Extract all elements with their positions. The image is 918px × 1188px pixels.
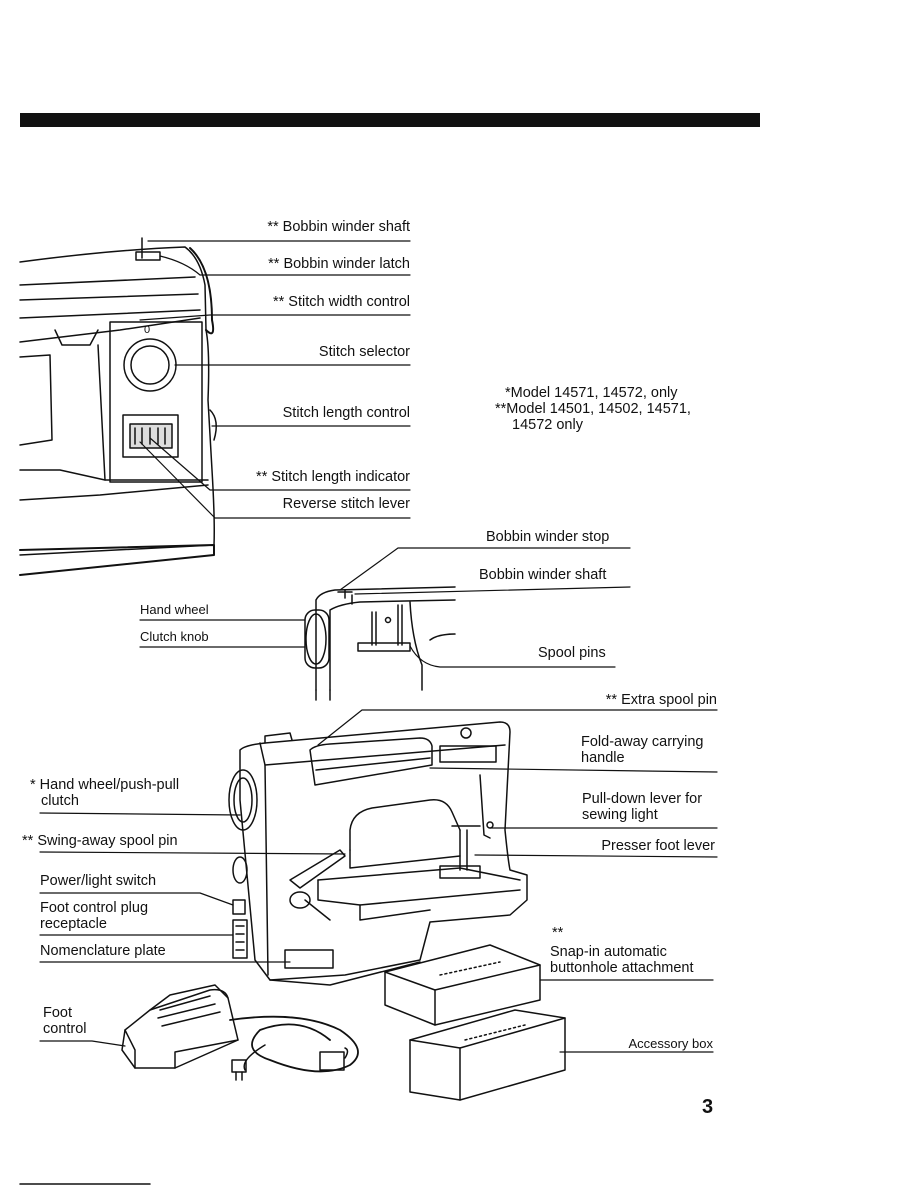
label-stitch-length-indicator: ** Stitch length indicator bbox=[256, 469, 410, 485]
top-leaders bbox=[139, 240, 411, 519]
machine-full bbox=[228, 721, 528, 986]
label-buttonhole-2: buttonhole attachment bbox=[550, 960, 694, 976]
stitch-selector-dial bbox=[123, 338, 177, 392]
label-hand-wheel: Hand wheel bbox=[140, 602, 209, 617]
label-fold-away-handle-1: Fold-away carrying bbox=[581, 734, 704, 750]
label-hand-wheel-clutch-1: * Hand wheel/push-pull bbox=[30, 777, 180, 793]
label-reverse-stitch-lever: Reverse stitch lever bbox=[282, 496, 410, 512]
label-clutch-knob: Clutch knob bbox=[140, 629, 209, 644]
label-swing-away-spool-pin: ** Swing-away spool pin bbox=[22, 833, 178, 849]
buttonhole-box-shape bbox=[384, 944, 541, 1026]
label-nomenclature-plate: Nomenclature plate bbox=[40, 943, 166, 959]
note-model-single-star: *Model 14571, 14572, only bbox=[505, 385, 678, 401]
note-model-double-star: **Model 14501, 14502, 14571, bbox=[495, 401, 691, 417]
accessory-box-shape bbox=[409, 1009, 566, 1101]
label-bobbin-winder-shaft-mid: Bobbin winder shaft bbox=[479, 567, 607, 583]
label-foot-control-1: Foot bbox=[43, 1005, 73, 1021]
label-foot-control-plug-2: receptacle bbox=[40, 916, 107, 932]
foot-control-shape bbox=[121, 984, 359, 1081]
label-accessory-box: Accessory box bbox=[628, 1036, 713, 1051]
bottom-leaders bbox=[39, 709, 718, 1053]
middle-leaders bbox=[139, 547, 631, 668]
label-pull-down-lever-2: sewing light bbox=[582, 807, 658, 823]
label-stitch-width-control: ** Stitch width control bbox=[272, 294, 410, 310]
label-foot-control-2: control bbox=[43, 1021, 87, 1037]
label-fold-away-handle-2: handle bbox=[581, 750, 625, 766]
label-bobbin-winder-shaft-top: ** Bobbin winder shaft bbox=[267, 219, 410, 235]
label-buttonhole-1: Snap-in automatic bbox=[550, 944, 667, 960]
label-stitch-length-control: Stitch length control bbox=[282, 405, 410, 421]
nomenclature-plate-shape bbox=[284, 949, 334, 969]
label-foot-control-plug-1: Foot control plug bbox=[40, 900, 149, 916]
label-power-light-switch: Power/light switch bbox=[40, 873, 157, 889]
page-number: 3 bbox=[702, 1096, 714, 1118]
header-bar bbox=[20, 113, 760, 127]
spool-pin-detail bbox=[304, 586, 456, 701]
label-pull-down-lever-1: Pull-down lever for bbox=[582, 791, 703, 807]
label-spool-pins: Spool pins bbox=[538, 645, 606, 661]
label-bobbin-winder-latch: ** Bobbin winder latch bbox=[268, 256, 410, 272]
dial-mark: 0 bbox=[144, 324, 151, 336]
machine-front-partial bbox=[19, 237, 217, 576]
stitch-length-slot bbox=[122, 414, 179, 458]
note-model-double-star-cont: 14572 only bbox=[512, 417, 583, 433]
label-bobbin-winder-stop: Bobbin winder stop bbox=[486, 529, 610, 545]
label-buttonhole-stars: ** bbox=[552, 925, 564, 941]
label-hand-wheel-clutch-2: clutch bbox=[41, 793, 79, 809]
label-extra-spool-pin: ** Extra spool pin bbox=[605, 692, 717, 708]
label-stitch-selector: Stitch selector bbox=[318, 344, 410, 360]
label-presser-foot-lever: Presser foot lever bbox=[601, 838, 715, 854]
